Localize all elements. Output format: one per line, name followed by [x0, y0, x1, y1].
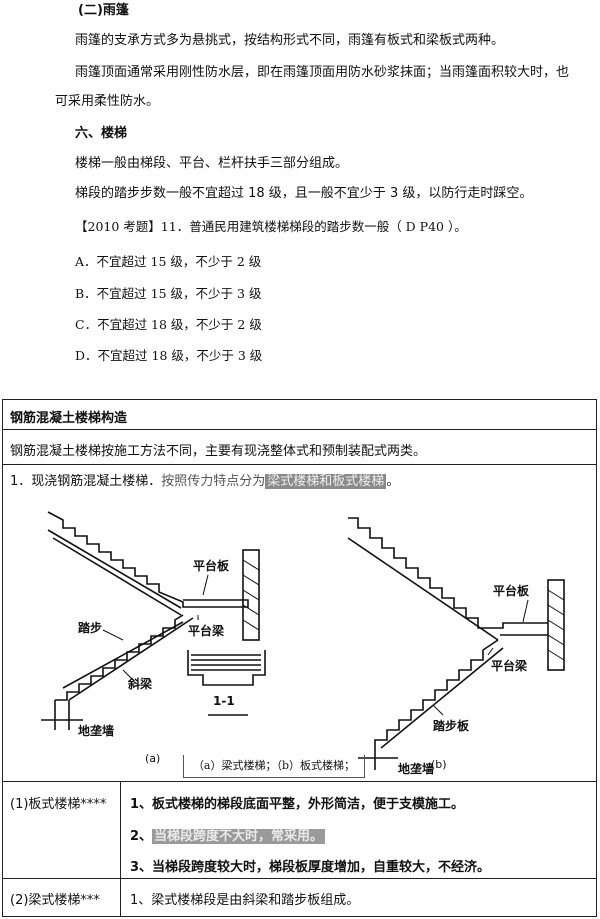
label-a-step: 踏步	[78, 620, 102, 635]
label-a-section: 1-1	[213, 694, 235, 708]
stair-diagram: 平台板 踏步 平台梁 斜梁 地垄墙 1-1 (a) 平台板 平台梁 踏步板 地垄…	[41, 511, 565, 776]
label-a-platform-beam: 平台梁	[188, 623, 224, 638]
table-title: 钢筋混凝土楼梯构造	[10, 411, 128, 426]
item-1-plain: 按照传力特点分为	[161, 474, 266, 489]
item-1-text: 1．现浇钢筋混凝土楼梯．按照传力特点分为梁式楼梯和板式楼梯。	[10, 470, 399, 489]
option-b: B．不宜超过 15 级，不少于 3 级	[75, 286, 262, 301]
item-1-highlight: 梁式楼梯和板式楼梯	[265, 474, 387, 489]
label-b-caption: (b)	[431, 758, 447, 771]
label-a-inclined-beam: 斜梁	[127, 676, 152, 691]
item-1-suffix: 。	[386, 474, 400, 489]
row-1-line-2-highlight: 当梯段跨度不大时，常采用。	[152, 829, 326, 844]
stairs-heading: 六、楼梯	[75, 126, 128, 141]
stairs-paragraph-2: 梯段的踏步步数一般不宜超过 18 级，且一般不宜少于 3 级，以防行走时踩空。	[75, 186, 533, 201]
option-c: C．不宜超过 18 级，不少于 2 级	[75, 317, 262, 332]
row-2-line-1: 1、梁式楼梯段是由斜梁和踏步板组成。	[130, 893, 360, 908]
label-b-ground-wall: 地垄墙	[398, 761, 434, 776]
label-b-tread-slab: 踏步板	[433, 718, 470, 733]
row-1-line-3: 3、当梯段跨度较大时，梯段板厚度增加，自重较大，不经济。	[130, 860, 491, 875]
row-2-label: (2)梁式楼梯***	[10, 893, 100, 908]
label-a-platform-slab: 平台板	[193, 558, 230, 573]
label-a-caption: (a)	[145, 752, 160, 765]
option-a: A．不宜超过 15 级，不少于 2 级	[75, 254, 262, 269]
label-b-platform-beam: 平台梁	[491, 658, 527, 673]
rain-canopy-paragraph-2b: 可采用柔性防水。	[55, 94, 160, 109]
label-b-platform-slab: 平台板	[493, 583, 530, 598]
row-1-line-1: 1、板式楼梯的梯段底面平整，外形简洁，便于支模施工。	[130, 797, 465, 812]
table-intro: 钢筋混凝土楼梯按施工方法不同，主要有现浇整体式和预制装配式两类。	[10, 444, 427, 459]
row-1-line-2: 2、当梯段跨度不大时，常采用。	[130, 825, 326, 844]
label-a-ground-wall: 地垄墙	[78, 723, 114, 738]
figure-caption: （a）梁式楼梯；（b）板式楼梯；	[183, 755, 365, 778]
item-1-prefix: 1．现浇钢筋混凝土楼梯．	[10, 474, 162, 489]
row-1-label: (1)板式楼梯****	[10, 797, 107, 812]
stairs-paragraph-1: 楼梯一般由梯段、平台、栏杆扶手三部分组成。	[75, 156, 349, 171]
rain-canopy-paragraph-1: 雨篷的支承方式多为悬挑式，按结构形式不同，雨篷有板式和梁板式两种。	[75, 33, 505, 48]
rain-canopy-heading: (二)雨篷	[78, 3, 129, 18]
row-1-line-2-prefix: 2、	[130, 829, 153, 844]
rain-canopy-paragraph-2a: 雨篷顶面通常采用刚性防水层，即在雨篷顶面用防水砂浆抹面；当雨篷面积较大时，也	[75, 65, 570, 80]
exam-question-stem: 【2010 考题】11．普通民用建筑楼梯梯段的踏步数一般（ D P40 ）。	[75, 219, 467, 234]
stair-construction-table: 钢筋混凝土楼梯构造 钢筋混凝土楼梯按施工方法不同，主要有现浇整体式和预制装配式两…	[2, 399, 597, 917]
option-d: D．不宜超过 18 级，不少于 3 级	[75, 348, 263, 363]
